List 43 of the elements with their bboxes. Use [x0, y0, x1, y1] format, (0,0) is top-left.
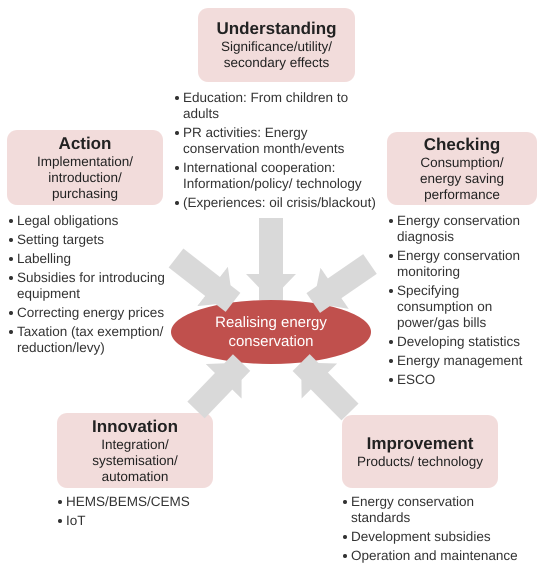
bullet-item: Education: From children to adults [183, 90, 348, 121]
heading: Checking [424, 134, 500, 154]
heading: Understanding [216, 19, 336, 39]
block-arrow [187, 354, 250, 418]
bullet-item: Energy conservation diagnosis [397, 213, 520, 244]
subheading: Significance/utility/ secondary effects [220, 39, 334, 71]
bullet-item: Setting targets [17, 232, 104, 247]
block-arrow [306, 254, 377, 313]
subheading: Implementation/ introduction/ purchasing [36, 154, 134, 202]
block-arrow [168, 248, 240, 312]
heading-box [57, 413, 213, 488]
heading-box [387, 132, 537, 205]
bullet-item: Operation and maintenance [351, 548, 518, 563]
bullet-item: Developing statistics [397, 334, 520, 349]
heading: Improvement [366, 434, 474, 454]
bullet-item: Labelling [17, 251, 72, 266]
subheading: Products/ technology [356, 454, 484, 470]
bullet-item: Correcting energy prices [17, 305, 164, 320]
bullet-item: Development subsidies [351, 529, 491, 544]
heading-box [342, 415, 498, 488]
heading: Innovation [92, 416, 178, 436]
bullet-item: Legal obligations [17, 213, 118, 228]
bullet-item: Energy management [397, 353, 522, 368]
bullet-item: Energy conservation monitoring [397, 248, 520, 279]
bullet-item: HEMS/BEMS/CEMS [66, 494, 190, 509]
subheading: Consumption/ energy saving performance [418, 154, 506, 202]
bullet-item: Specifying consumption on power/gas bills [397, 283, 492, 330]
bullet-item: (Experiences: oil crisis/blackout) [183, 195, 376, 210]
block-arrow [292, 354, 359, 420]
bullet-item: IoT [66, 513, 86, 528]
bullet-item: ESCO [397, 372, 436, 387]
bullet-item: Energy conservation standards [351, 494, 474, 525]
heading-box [7, 130, 163, 205]
bullet-item: International cooperation: Information/policy/ technology [183, 160, 362, 191]
block-arrow [246, 218, 296, 300]
bullet-item: Subsidies for introducing equipment [17, 270, 165, 301]
heading: Action [58, 134, 112, 154]
subheading: Integration/ systemisation/ automation [91, 436, 179, 484]
goal-text: Realising energy conservation [214, 313, 328, 351]
heading-box [198, 8, 355, 82]
goal-ellipse [171, 300, 371, 364]
bullet-item: Taxation (tax exemption/ reduction/levy) [17, 324, 164, 355]
bullet-item: PR activities: Energy conservation month/events [183, 125, 344, 156]
